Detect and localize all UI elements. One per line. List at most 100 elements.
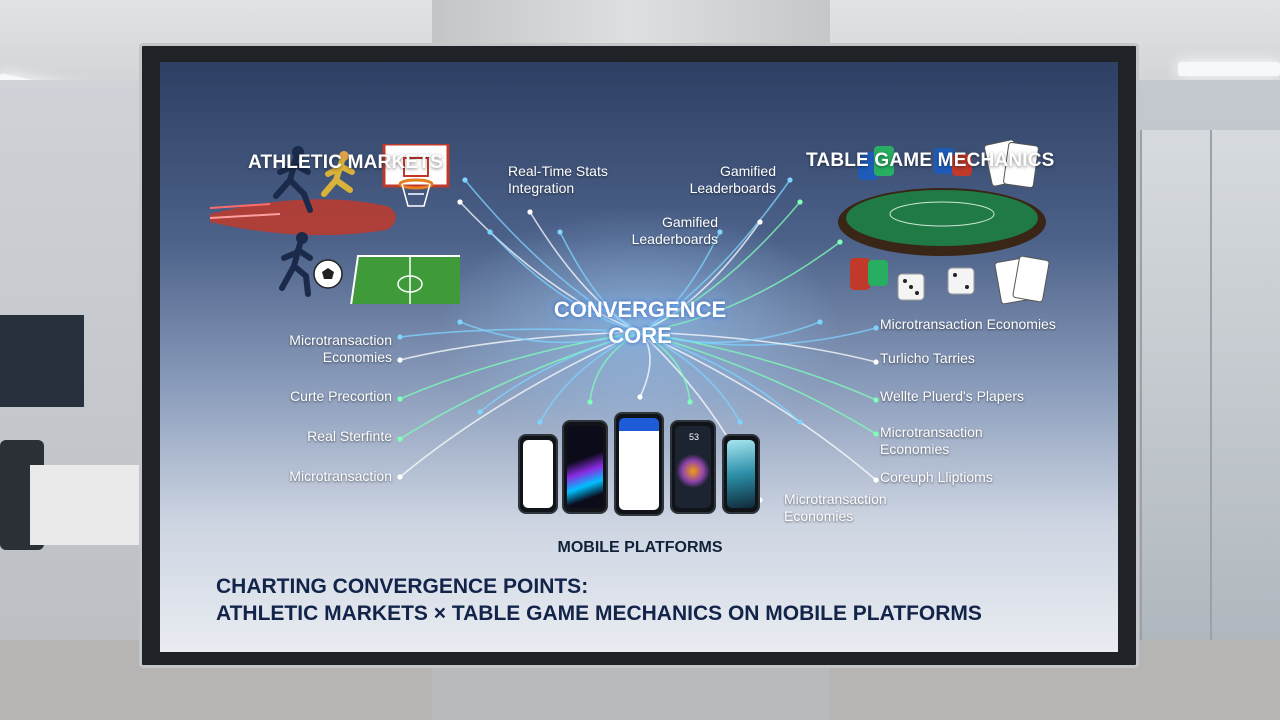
basketball-hoop-icon xyxy=(382,144,450,207)
ray-endpoint xyxy=(397,334,403,340)
smartphone-icon: 53 xyxy=(670,420,716,514)
office-desk xyxy=(30,465,140,545)
smartphone-icon xyxy=(614,412,664,516)
smartphone-icon xyxy=(562,420,608,514)
convergence-ray xyxy=(539,331,641,423)
playing-cards-icon xyxy=(984,140,1050,305)
label-line: Real-Time Stats xyxy=(508,163,608,179)
dice-icon xyxy=(897,267,975,301)
ray-endpoint xyxy=(817,319,823,325)
convergence-ray xyxy=(639,321,821,344)
mobile-platforms-heading: MOBILE PLATFORMS xyxy=(557,539,723,556)
top-label: Gamified Leaderboards xyxy=(676,163,776,197)
ray-endpoint xyxy=(873,397,879,403)
convergence-ray xyxy=(399,331,641,400)
convergence-core: CONVERGENCE CORE xyxy=(520,297,760,349)
right-label: Turlicho Tarries xyxy=(880,350,975,367)
smartphone-icon xyxy=(722,434,760,514)
soccer-field-icon xyxy=(350,255,460,304)
left-label: Microtransaction xyxy=(240,468,392,485)
ray-endpoint xyxy=(587,399,593,405)
ray-endpoint xyxy=(477,409,483,415)
phone-time: 53 xyxy=(689,432,700,442)
ray-endpoint xyxy=(787,177,793,183)
glass-partition xyxy=(1140,130,1210,640)
left-label: Curte Precortion xyxy=(240,388,392,405)
ray-endpoint xyxy=(873,325,879,331)
office-wall-right xyxy=(1135,80,1280,640)
poker-table-icon xyxy=(838,188,1046,256)
ray-endpoint xyxy=(687,399,693,405)
convergence-ray xyxy=(639,221,761,333)
right-label: Microtransaction Economies xyxy=(880,316,1056,333)
core-title-line2: CORE xyxy=(608,323,672,348)
label-line: Microtransaction xyxy=(289,468,392,484)
convergence-ray xyxy=(639,331,877,435)
label-line: Economies xyxy=(880,441,950,457)
ray-endpoint xyxy=(797,199,803,205)
right-label: Wellte Pluerd's Plapers xyxy=(880,388,1024,405)
table-game-illustration xyxy=(838,140,1050,305)
convergence-ray xyxy=(479,331,641,413)
ray-endpoint xyxy=(397,396,403,402)
display-monitor: 53 ATHLETIC MARKETS TABLE GAME MECHANICS… xyxy=(139,43,1139,668)
label-line: Integration xyxy=(508,180,575,196)
convergence-ray xyxy=(639,331,801,423)
label-line: Leaderboards xyxy=(689,180,776,196)
bottom-right-label: Microtransaction Economies xyxy=(784,491,887,525)
ray-endpoint xyxy=(873,477,879,483)
left-label: Microtransaction Economies xyxy=(240,332,392,366)
ray-endpoint xyxy=(637,394,643,400)
top-label: Real-Time Stats Integration xyxy=(508,163,608,197)
ray-endpoint xyxy=(557,229,563,235)
convergence-rays xyxy=(397,177,879,503)
convergence-ray xyxy=(639,331,877,401)
ray-endpoint xyxy=(757,219,763,225)
core-title-line1: CONVERGENCE xyxy=(553,297,727,322)
ray-endpoint xyxy=(397,474,403,480)
phone-screen xyxy=(619,418,659,510)
label-line: Curte Precortion xyxy=(290,388,392,404)
label-line: Microtransaction xyxy=(289,332,392,348)
athletic-illustration xyxy=(210,144,460,304)
table-game-mechanics-heading: TABLE GAME MECHANICS xyxy=(806,150,1055,171)
label-line: Gamified xyxy=(719,163,776,179)
ray-endpoint xyxy=(737,419,743,425)
screen: 53 ATHLETIC MARKETS TABLE GAME MECHANICS… xyxy=(160,62,1118,652)
convergence-ray xyxy=(559,231,641,333)
phone-screen xyxy=(523,440,553,508)
ray-endpoint xyxy=(537,419,543,425)
ray-endpoint xyxy=(397,357,403,363)
caption-line-2: ATHLETIC MARKETS × TABLE GAME MECHANICS … xyxy=(216,602,982,625)
ray-endpoint xyxy=(457,319,463,325)
phone-screen: 53 xyxy=(675,426,711,508)
ray-endpoint xyxy=(462,177,468,183)
ray-endpoint xyxy=(487,229,493,235)
phone-screen xyxy=(567,426,603,508)
convergence-ray xyxy=(639,231,721,333)
label-line: Economies xyxy=(322,349,392,365)
caption-line-1: CHARTING CONVERGENCE POINTS: xyxy=(216,575,589,598)
label-line: Microtransaction xyxy=(784,491,887,507)
convergence-ray xyxy=(639,331,651,398)
label-line: Microtransaction xyxy=(880,424,983,440)
glass-partition xyxy=(1210,130,1280,640)
ray-endpoint xyxy=(837,239,843,245)
right-label: Microtransaction Economies xyxy=(880,424,983,458)
core-glow xyxy=(440,207,840,447)
smartphone-icon xyxy=(518,434,558,514)
convergence-ray xyxy=(399,331,641,478)
runner-icon xyxy=(279,232,313,297)
ray-endpoint xyxy=(797,419,803,425)
phone-screen xyxy=(727,440,755,508)
poker-chips-icon xyxy=(850,146,972,290)
top-label: Gamified Leaderboards xyxy=(618,214,718,248)
convergence-ray xyxy=(639,331,741,423)
label-line: Gamified xyxy=(661,214,718,230)
convergence-ray xyxy=(589,331,641,403)
ray-endpoint xyxy=(457,199,463,205)
right-label: Coreuph Lliptioms xyxy=(880,469,993,486)
wall-monitor xyxy=(0,315,84,407)
ray-endpoint xyxy=(873,359,879,365)
label-line: Turlicho Tarries xyxy=(880,350,975,366)
